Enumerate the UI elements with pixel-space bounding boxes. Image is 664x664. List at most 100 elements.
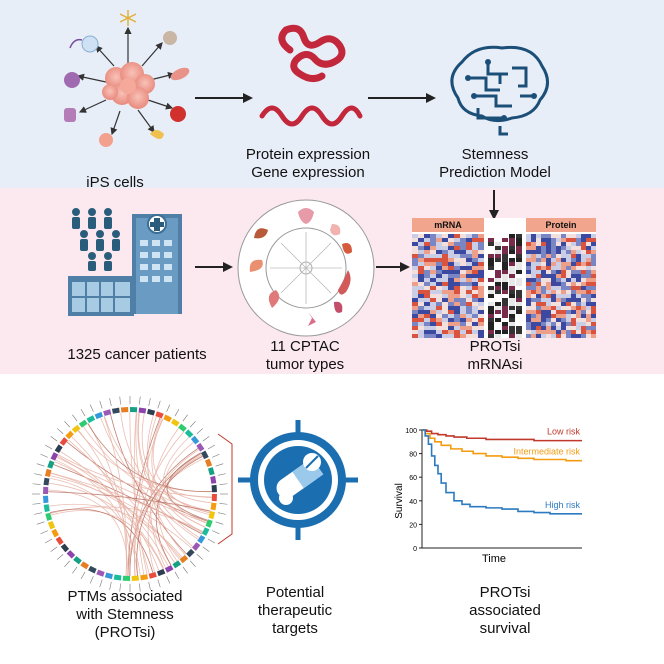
chord-tick [202, 436, 210, 442]
chord-tick [50, 436, 58, 442]
chord-tick [189, 560, 196, 568]
chord-segment [147, 408, 156, 416]
series-label-0: Low risk [547, 427, 581, 437]
chord-segment [208, 511, 216, 520]
chord-segment [43, 486, 49, 494]
chord-tick [32, 483, 41, 485]
chord-tick [64, 560, 71, 568]
chord-link [146, 415, 194, 547]
chord-link [50, 510, 164, 570]
chord-link [48, 491, 211, 512]
chord-tick [139, 396, 141, 405]
chord-segment [190, 435, 200, 445]
y-tick-label: 20 [409, 522, 417, 529]
chord-tick [50, 546, 58, 552]
ptm-label: PTMs associated with Stemness (PROTsi) [67, 588, 183, 641]
survival-label: PROTsi associated survival [469, 584, 541, 637]
chord-tick [157, 400, 161, 409]
y-tick-label: 40 [409, 499, 417, 506]
chord-tick [109, 581, 112, 590]
chord-segment [130, 407, 138, 413]
chord-tick [166, 576, 171, 584]
chord-tick [189, 420, 196, 428]
chord-segment [113, 574, 122, 581]
patients-label: 1325 cancer patients [67, 346, 207, 363]
chord-link [87, 423, 212, 493]
series-line-0 [422, 429, 582, 442]
chord-tick [56, 428, 64, 435]
chord-link [155, 455, 204, 566]
scores-label: PROTsi mRNAsi [467, 338, 523, 373]
chord-link [56, 456, 207, 524]
chord-segment [171, 418, 180, 427]
chord-tick [212, 530, 220, 535]
chord-segment [148, 571, 157, 579]
chord-segment [54, 444, 63, 453]
chord-segment [140, 574, 149, 581]
series-label-2: High risk [545, 500, 581, 510]
chord-link [163, 436, 207, 523]
chord-tick [80, 571, 86, 580]
chord-tick [148, 581, 151, 590]
chord-segment [50, 452, 59, 461]
chord-tick [212, 453, 220, 458]
chord-segment [192, 542, 201, 551]
chord-link [83, 426, 210, 516]
chord-link [48, 489, 129, 576]
chord-segment [55, 536, 64, 546]
chord-segment [186, 548, 195, 558]
chord-link [50, 508, 154, 573]
chord-segment [205, 519, 213, 528]
chord-tick [99, 400, 103, 409]
chord-tick [215, 463, 224, 467]
chord-link [158, 454, 203, 562]
chord-segment [210, 475, 217, 484]
tumors-label: 11 CPTAC tumor types [265, 338, 345, 373]
chord-segment [201, 527, 210, 536]
chord-tick [36, 463, 45, 467]
chord-link [68, 439, 180, 560]
chord-link [53, 464, 202, 535]
chord-link [166, 452, 208, 521]
chord-tick [219, 503, 228, 505]
chord-segment [197, 535, 206, 544]
chord-tick [202, 546, 210, 552]
ptm-chord-diagram [32, 396, 233, 592]
chord-segment [65, 430, 74, 440]
chord-segment [66, 550, 76, 559]
ips-cells-illustration [64, 10, 190, 147]
chord-tick [207, 444, 216, 450]
chord-link [71, 436, 150, 574]
chord-tick [40, 530, 48, 535]
chord-segment [47, 460, 55, 469]
chord-segment [104, 572, 113, 580]
chord-link [110, 414, 187, 555]
chord-link [48, 482, 165, 569]
chord-link [136, 453, 202, 576]
chord-segment [45, 512, 53, 521]
heatmap-cells [412, 234, 596, 338]
chord-tick [196, 553, 204, 560]
chord-segment [155, 411, 164, 419]
chord-segment [210, 502, 217, 511]
chord-tick [139, 583, 141, 592]
chord-segment [163, 414, 172, 423]
chord-tick [36, 521, 45, 525]
chord-segment [60, 543, 70, 553]
chord-segment [211, 484, 217, 493]
chord-segment [73, 556, 82, 565]
arrow-ips-to-expression [195, 93, 253, 103]
chord-tick [182, 566, 188, 574]
y-axis-label: Survival [394, 483, 405, 519]
chord-tick [32, 503, 41, 505]
chord-tick [119, 583, 121, 592]
chord-link [50, 472, 203, 534]
chord-tick [44, 444, 53, 450]
chord-segment [131, 575, 140, 581]
chord-link [138, 412, 206, 528]
chord-segment [94, 411, 104, 420]
chord-link [54, 461, 176, 563]
chord-link [135, 412, 172, 566]
chord-link [129, 447, 199, 577]
x-axis-label: Time [482, 553, 506, 565]
